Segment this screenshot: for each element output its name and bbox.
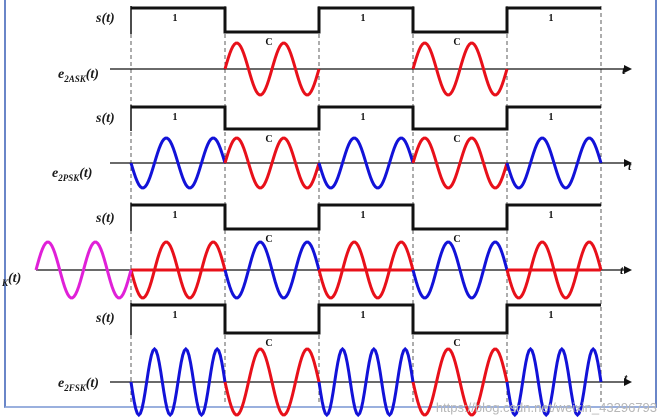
- carrier-psk-1: [223, 136, 321, 190]
- carrier-dpsk-3: [411, 240, 509, 300]
- carrier-psk-4: [505, 136, 603, 190]
- signal-label-ask: s(t): [96, 11, 115, 26]
- square-wave-fsk: [131, 303, 601, 335]
- carrier-dpsk-1: [223, 240, 321, 300]
- square-wave-ask: [131, 6, 601, 34]
- bit-label-dpsk-1: C: [265, 234, 273, 245]
- carrier-psk-0: [129, 136, 227, 190]
- bit-label-psk-3: C: [453, 134, 461, 145]
- bit-label-fsk-2: 1: [360, 310, 366, 321]
- time-axis-label-psk: t: [628, 159, 632, 173]
- square-wave-dpsk: [131, 203, 601, 231]
- time-axis-arrow-ask: [624, 65, 632, 73]
- signal-label-fsk: s(t): [96, 311, 115, 326]
- modulated-label-dpsk: K(t): [2, 271, 22, 288]
- bit-label-dpsk-4: 1: [548, 210, 554, 221]
- bit-label-psk-4: 1: [548, 112, 554, 123]
- carrier-psk-3: [411, 136, 509, 190]
- time-axis-label-ask: t: [622, 63, 626, 77]
- bit-label-dpsk-3: C: [453, 234, 461, 245]
- bit-label-fsk-1: C: [265, 338, 273, 349]
- reference-carrier-dpsk: [34, 240, 133, 300]
- carrier-fsk-0: [129, 346, 227, 418]
- bit-label-ask-2: 1: [360, 13, 366, 24]
- bit-label-ask-0: 1: [172, 13, 178, 24]
- carrier-fsk-1: [223, 347, 321, 417]
- carrier-ask-1: [223, 41, 321, 97]
- signal-label-dpsk: s(t): [96, 211, 115, 226]
- bit-label-fsk-3: C: [453, 338, 461, 349]
- bit-label-dpsk-2: 1: [360, 210, 366, 221]
- bit-label-fsk-0: 1: [172, 310, 178, 321]
- time-axis-arrow-fsk: [624, 378, 632, 386]
- square-wave-psk: [131, 105, 601, 131]
- modulated-label-ask: e2ASK(t): [58, 67, 99, 84]
- bit-label-ask-1: C: [265, 37, 273, 48]
- carrier-fsk-2: [317, 346, 415, 418]
- modulated-label-psk: e2PSK(t): [52, 166, 93, 183]
- carrier-ask-3: [411, 41, 509, 97]
- time-axis-arrow-dpsk: [624, 266, 632, 274]
- bit-label-dpsk-0: 1: [172, 210, 178, 221]
- bit-label-fsk-4: 1: [548, 310, 554, 321]
- watermark: https://blog.csdn.net/weixin_43296793: [435, 400, 657, 415]
- bit-label-psk-1: C: [265, 134, 273, 145]
- bit-label-ask-3: C: [453, 37, 461, 48]
- bit-label-psk-0: 1: [172, 112, 178, 123]
- carrier-psk-2: [317, 136, 415, 190]
- bit-label-ask-4: 1: [548, 13, 554, 24]
- carrier-fsk-4: [505, 346, 603, 418]
- time-axis-arrow-psk: [624, 159, 632, 167]
- time-axis-label-dpsk: t: [620, 263, 624, 277]
- signal-label-psk: s(t): [96, 111, 115, 126]
- carrier-fsk-3: [411, 347, 509, 417]
- bit-label-psk-2: 1: [360, 112, 366, 123]
- modulated-label-fsk: e2FSK(t): [58, 376, 99, 393]
- time-axis-label-fsk: t: [624, 371, 628, 385]
